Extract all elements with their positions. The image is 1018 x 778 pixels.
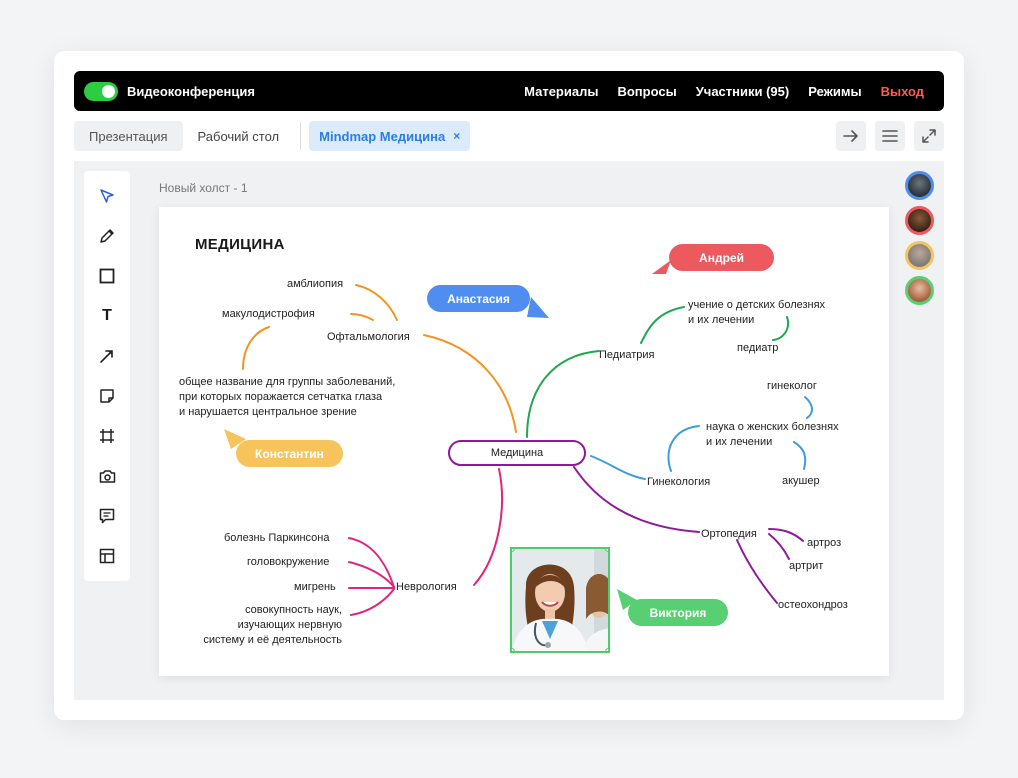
node-osteochondrosis[interactable]: остеохондроз — [778, 599, 848, 611]
node-parkinson[interactable]: болезнь Паркинсона — [224, 532, 330, 544]
tab-mindmap-label: Mindmap Медицина — [319, 128, 446, 144]
tool-sticky-note[interactable] — [96, 386, 118, 406]
arrow-icon — [100, 350, 113, 363]
node-ophthalmology[interactable]: Офтальмология — [327, 331, 410, 343]
gynecology-desc-line: и их лечении — [706, 436, 773, 448]
node-center[interactable]: Медицина — [448, 440, 586, 466]
window-controls — [836, 121, 944, 151]
node-arthrosis[interactable]: артроз — [807, 537, 842, 549]
whiteboard-canvas[interactable]: МЕДИЦИНА Офтальмология амблиопия макулод… — [159, 207, 889, 676]
node-gynecology-desc[interactable]: наука о женских болезнях и их лечении — [706, 420, 839, 450]
canvas-label: Новый холст - 1 — [159, 181, 248, 195]
node-pediatrics-desc[interactable]: учение о детских болезнях и их лечении — [688, 298, 825, 328]
tool-rectangle[interactable] — [96, 266, 118, 286]
mindmap-links — [224, 260, 813, 616]
node-obstetrician[interactable]: акушер — [782, 475, 820, 487]
avatar[interactable] — [905, 276, 934, 305]
node-arthritis[interactable]: артрит — [789, 560, 824, 572]
cursor-andrey: Андрей — [669, 244, 774, 271]
avatar[interactable] — [905, 241, 934, 270]
node-retina-desc[interactable]: общее название для группы заболеваний, п… — [179, 375, 395, 420]
layout-icon — [99, 548, 115, 564]
frame-icon — [100, 429, 114, 443]
top-bar: Видеоконференция Материалы Вопросы Участ… — [74, 71, 944, 111]
nav-materials[interactable]: Материалы — [524, 83, 599, 99]
node-dizziness[interactable]: головокружение — [247, 556, 330, 568]
avatar[interactable] — [905, 206, 934, 235]
camera-icon — [99, 469, 115, 483]
pointer-icon — [100, 189, 114, 203]
tool-layout[interactable] — [96, 546, 118, 566]
share-button[interactable] — [836, 121, 866, 151]
tools-panel: T — [84, 171, 130, 581]
menu-button[interactable] — [875, 121, 905, 151]
doctor-photo[interactable] — [510, 547, 610, 653]
cursor-victoria: Виктория — [628, 599, 728, 626]
tool-camera[interactable] — [96, 466, 118, 486]
menu-icon — [882, 130, 898, 142]
tab-close-icon[interactable]: × — [453, 129, 461, 143]
app-window: Видеоконференция Материалы Вопросы Участ… — [54, 51, 964, 720]
tool-text[interactable]: T — [96, 306, 118, 326]
tab-bar: Презентация Рабочий стол Mindmap Медицин… — [74, 121, 471, 151]
expand-icon — [922, 129, 936, 143]
participants-avatars — [905, 171, 934, 305]
map-title: МЕДИЦИНА — [195, 236, 285, 253]
main-nav: Материалы Вопросы Участники (95) Режимы … — [524, 84, 924, 99]
node-gynecology[interactable]: Гинекология — [647, 476, 711, 488]
arrow-right-icon — [843, 130, 858, 142]
tab-presentation[interactable]: Презентация — [74, 121, 183, 151]
app-title: Видеоконференция — [127, 83, 255, 99]
tool-frame[interactable] — [96, 426, 118, 446]
neuro-desc-line: совокупность наук, — [245, 604, 342, 616]
workspace: T Новый холст - 1 — [74, 161, 944, 700]
video-toggle[interactable] — [84, 81, 118, 101]
neuro-desc-line: систему и её деятельность — [203, 634, 342, 646]
sticky-note-icon — [100, 389, 114, 403]
node-pediatrics[interactable]: Педиатрия — [599, 349, 655, 361]
retina-desc-line: при которых поражается сетчатка глаза — [179, 391, 383, 403]
resize-handle[interactable] — [605, 549, 608, 552]
doctor-image — [512, 549, 608, 651]
rectangle-icon — [99, 268, 115, 284]
cursor-konstantin: Константин — [236, 440, 343, 467]
node-amblyopia[interactable]: амблиопия — [287, 278, 344, 290]
tab-mindmap[interactable]: Mindmap Медицина × — [309, 121, 471, 151]
node-neuro-desc[interactable]: совокупность наук, изучающих нервную сис… — [189, 603, 342, 648]
tab-desktop[interactable]: Рабочий стол — [197, 128, 280, 144]
node-neurology[interactable]: Неврология — [396, 581, 457, 593]
text-icon: T — [102, 307, 112, 324]
comment-icon — [99, 508, 115, 524]
nav-exit[interactable]: Выход — [880, 83, 924, 99]
node-orthopedics[interactable]: Ортопедия — [701, 528, 757, 540]
tool-select[interactable] — [96, 186, 118, 206]
nav-questions[interactable]: Вопросы — [617, 83, 677, 99]
node-macular[interactable]: макулодистрофия — [222, 308, 315, 320]
cursor-anastasia: Анастасия — [427, 285, 530, 312]
retina-desc-line: и нарушается центральное зрение — [179, 406, 357, 418]
fullscreen-button[interactable] — [914, 121, 944, 151]
tab-divider — [300, 122, 302, 150]
pediatrics-desc-line: учение о детских болезнях — [688, 299, 826, 311]
retina-desc-line: общее название для группы заболеваний, — [179, 376, 396, 388]
tool-pencil[interactable] — [96, 226, 118, 246]
tool-arrow[interactable] — [96, 346, 118, 366]
nav-modes[interactable]: Режимы — [808, 83, 862, 99]
pencil-icon — [100, 229, 114, 243]
tool-comment[interactable] — [96, 506, 118, 526]
gynecology-desc-line: наука о женских болезнях — [706, 421, 839, 433]
pediatrics-desc-line: и их лечении — [688, 314, 755, 326]
node-pediatrician[interactable]: педиатр — [737, 342, 779, 354]
avatar[interactable] — [905, 171, 934, 200]
node-gynecologist[interactable]: гинеколог — [767, 380, 817, 392]
node-migraine[interactable]: мигрень — [294, 581, 336, 593]
resize-handle[interactable] — [605, 648, 608, 651]
nav-participants[interactable]: Участники (95) — [695, 83, 790, 99]
resize-handle[interactable] — [512, 648, 515, 651]
neuro-desc-line: изучающих нервную — [237, 619, 342, 631]
